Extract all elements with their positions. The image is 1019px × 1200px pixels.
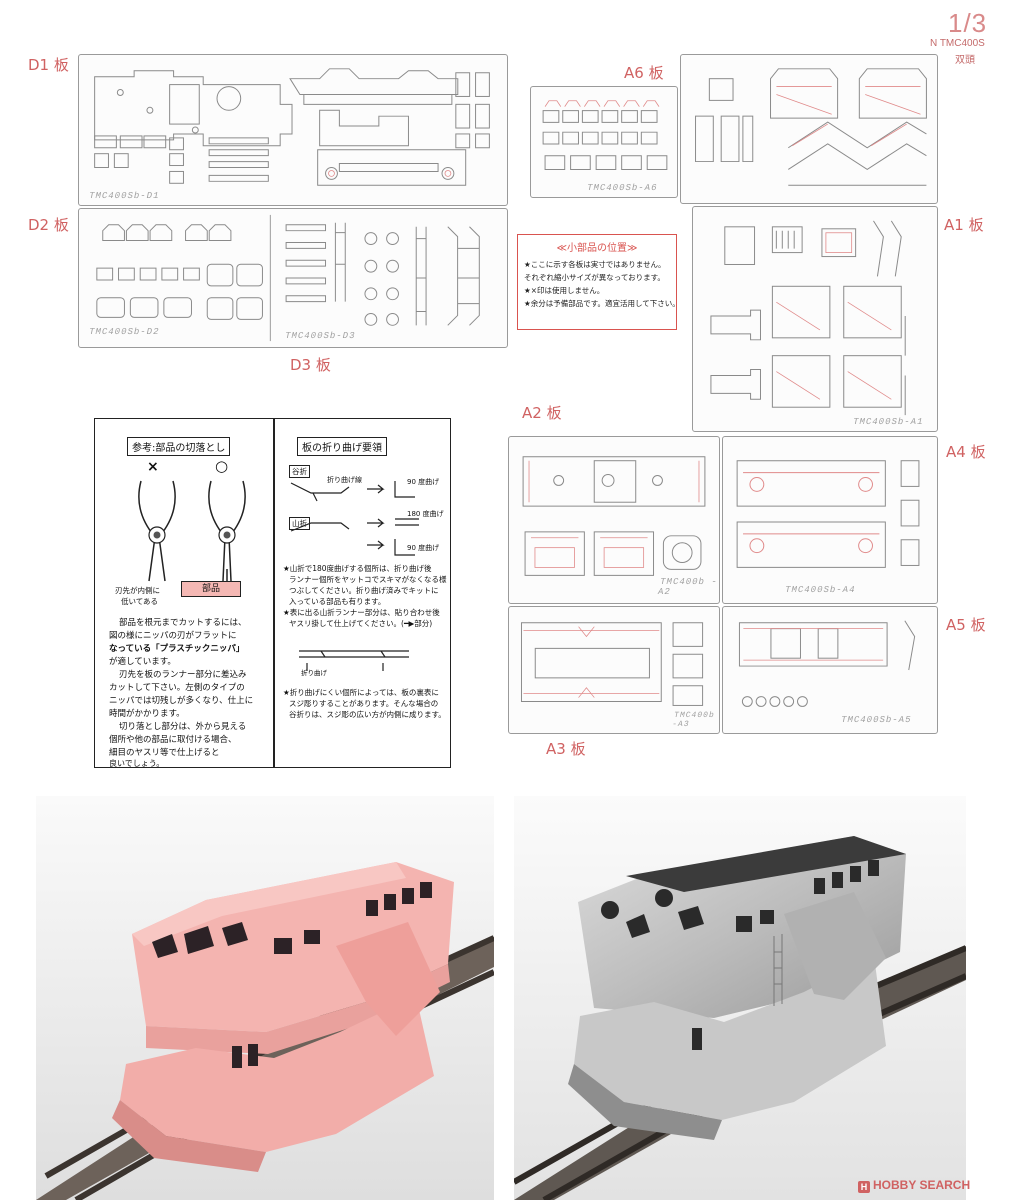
cutting-text: 個所や他の部品に取付ける場合、 — [109, 735, 237, 745]
bending-note: 入っている部品も有ります。 — [289, 597, 386, 606]
sheet-code-d2: TMC400Sb-D2 — [87, 327, 161, 337]
plate-label-a4: A4 板 — [946, 443, 986, 461]
fold-small-label: 折り曲げ — [301, 669, 327, 677]
brand-name: HOBBY SEARCH — [873, 1178, 971, 1192]
cutting-text: ニッパでは切残しが多くなり、仕上に — [109, 696, 254, 706]
sheet-a6-small-parts — [542, 100, 668, 170]
bending-note: ランナー個所をヤットコでスキマがなくなる様 — [289, 575, 447, 584]
sheet-a2-parts — [522, 456, 706, 576]
sheet-a2: TMC400b -A2 — [508, 436, 720, 604]
sheet-code-a6: TMC400Sb-A6 — [585, 183, 659, 193]
product-code: N TMC400S — [930, 38, 985, 49]
cutting-text: が適しています。 — [109, 657, 176, 667]
bending-note: ヤスリ掛して仕上げてください。(━▶部分) — [289, 619, 433, 628]
notice-box: ≪小部品の位置≫ ★ここに示す各板は実寸ではありません。 それぞれ縮小サイズが異… — [517, 234, 680, 330]
sheet-a5-parts — [738, 620, 916, 707]
plate-label-a3: A3 板 — [546, 740, 586, 758]
variant-label: 双頭 — [955, 55, 975, 66]
plate-label-d2: D2 板 — [28, 216, 69, 234]
pink-body — [112, 862, 454, 1172]
photo-pink-model — [36, 796, 494, 1200]
metal-body — [568, 836, 906, 1140]
groove-diagram — [299, 650, 409, 671]
photo-metal-model — [514, 796, 966, 1200]
sheet-a6 — [680, 54, 938, 204]
bending-note: 谷折りは、スジ彫の広い方が内側に成ります。 — [289, 710, 446, 719]
instruction-guide: 参考:部品の切落とし × ○ 刃先が内側に 低いてある 部品 部品を根元までカッ… — [94, 418, 451, 768]
bending-note: ★表に出る山折ランナー部分は、貼り合わせ後 — [283, 608, 440, 617]
bend-180-label: 180 度曲げ — [407, 510, 444, 518]
notice-line: ★ここに示す各板は実寸ではありません。 — [524, 260, 666, 269]
plate-label-a5: A5 板 — [946, 616, 986, 634]
notice-line: ★×印は使用しません。 — [524, 286, 605, 295]
sheet-d1-parts — [94, 68, 490, 186]
bend-90-label: 90 度曲げ — [407, 478, 440, 486]
sheet-code-a4: TMC400Sb-A4 — [783, 585, 857, 595]
hobby-search-icon: H — [858, 1181, 870, 1193]
cutting-text: 刃先を板のランナー部分に差込み — [119, 670, 247, 680]
sheet-a6-parts — [695, 68, 927, 186]
sheet-a5: TMC400Sb-A5 — [722, 606, 938, 734]
sheet-code-a2: TMC400b -A2 — [656, 577, 719, 597]
cutting-text: 良いでしょう。 — [109, 759, 165, 768]
bend-90-label-2: 90 度曲げ — [407, 544, 440, 552]
page-number: 1/3 — [948, 8, 988, 38]
blade-note-2: 低いてある — [121, 597, 159, 606]
sheet-a3: TMC400b -A3 — [508, 606, 720, 734]
pink-model-drawing — [36, 796, 494, 1200]
part-label: 部品 — [181, 581, 241, 597]
sheet-code-d1: TMC400Sb-D1 — [87, 191, 161, 201]
cutting-text: 部品を根元までカットするには、 — [119, 618, 247, 628]
valley-fold-label: 谷折 — [289, 465, 310, 478]
plate-label-a2: A2 板 — [522, 404, 562, 422]
metal-model-drawing — [514, 796, 966, 1200]
sheet-d2-d3-parts — [96, 214, 480, 342]
plate-label-d1: D1 板 — [28, 56, 69, 74]
sheet-code-a5: TMC400Sb-A5 — [839, 715, 913, 725]
notice-line: それぞれ縮小サイズが異なっております。 — [524, 273, 665, 282]
guide-divider — [273, 419, 275, 767]
fold-line-label: 折り曲げ線 — [327, 476, 362, 484]
bending-note: つぶしてください。折り曲げ済みでキットに — [289, 586, 439, 595]
bending-note: スジ彫りすることがあります。そんな場合の — [289, 699, 439, 708]
sheet-code-a3: TMC400b -A3 — [671, 711, 716, 729]
sheet-a1: TMC400Sb-A1 — [692, 206, 938, 432]
sheet-code-d3: TMC400Sb-D3 — [283, 331, 357, 341]
blade-note-1: 刃先が内側に — [115, 586, 160, 595]
cutting-text: 図の様にニッパの刃がフラットに — [109, 631, 237, 641]
bending-note: ★山折で180度曲げする個所は、折り曲げ後 — [283, 564, 432, 573]
sheet-d1: TMC400Sb-D1 — [78, 54, 508, 206]
cutting-text: 時間がかかります。 — [109, 709, 185, 719]
sheet-a3-parts — [520, 622, 704, 706]
notice-line: ★余分は予備部品です。適宜活用して下さい。 — [524, 299, 680, 308]
sheet-a6-small: TMC400Sb-A6 — [530, 86, 678, 198]
plate-label-d3: D3 板 — [290, 356, 331, 374]
cutting-text: カットして下さい。左側のタイプの — [109, 683, 245, 693]
sheet-a4: TMC400Sb-A4 — [722, 436, 938, 604]
sheet-a1-parts — [710, 220, 906, 416]
cutting-title: 参考:部品の切落とし — [127, 437, 231, 456]
right-mark: ○ — [215, 457, 229, 475]
sheet-code-a1: TMC400Sb-A1 — [851, 417, 925, 427]
sheet-a4-parts — [736, 460, 920, 568]
bending-title: 板の折り曲げ要領 — [297, 437, 387, 456]
cutting-text: 切り落とし部分は、外から見える — [119, 722, 247, 732]
cutting-text: なっている「プラスチックニッパ」 — [109, 644, 245, 654]
cutting-text: 細目のヤスリ等で仕上げると — [109, 748, 220, 758]
bending-note: ★折り曲げにくい個所によっては、板の裏表に — [283, 688, 439, 697]
notice-title: ≪小部品の位置≫ — [556, 243, 638, 254]
sheet-d2-d3: TMC400Sb-D2 TMC400Sb-D3 — [78, 208, 508, 348]
bending-diagram — [290, 481, 419, 556]
mountain-fold-label: 山折 — [289, 517, 310, 530]
plate-label-a6: A6 板 — [624, 64, 664, 82]
plate-label-a1: A1 板 — [944, 216, 984, 234]
wrong-mark: × — [147, 459, 159, 475]
